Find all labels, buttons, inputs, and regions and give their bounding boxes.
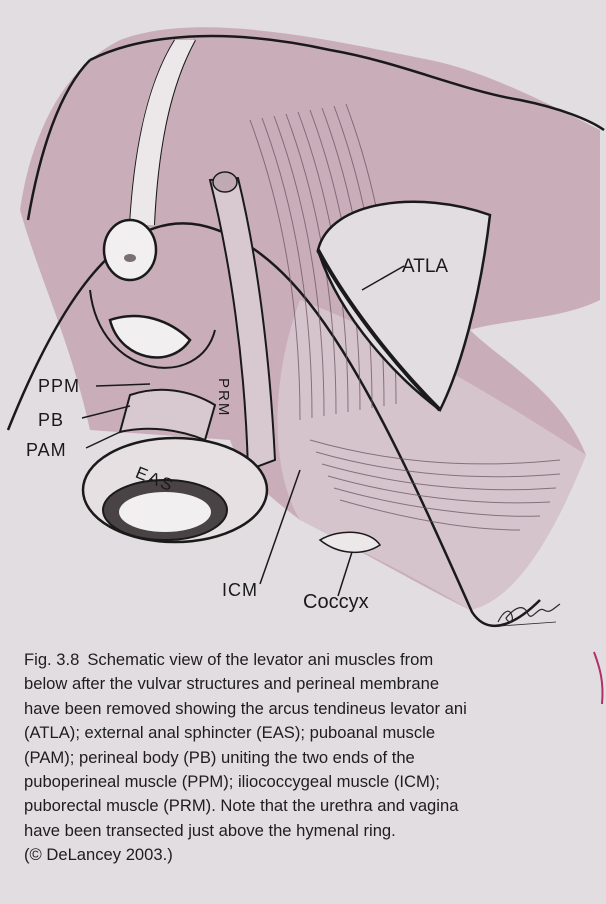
caption-line: (© DeLancey 2003.) <box>24 845 173 865</box>
vaginal-opening <box>108 314 192 359</box>
coccyx-shape <box>318 531 382 554</box>
caption-line: puborectal muscle (PRM). Note that the u… <box>24 796 459 816</box>
prm-band <box>208 176 277 472</box>
levator-ani-illustration <box>6 27 605 627</box>
vagina-outline <box>89 289 216 369</box>
caption-line: puboperineal muscle (PPM); iliococcygeal… <box>24 772 440 792</box>
page-edge-mark <box>593 651 604 705</box>
caption-line: Fig. 3.8 Schematic view of the levator an… <box>24 648 584 672</box>
label-coccyx: Coccyx <box>303 591 369 613</box>
atla-leader <box>361 265 405 291</box>
label-prm: PRM <box>215 378 232 418</box>
caption-line: (PAM); perineal body (PB) uniting the tw… <box>24 747 415 767</box>
atla-boundary <box>316 200 492 412</box>
label-atla: ATLA <box>402 256 449 277</box>
label-pb: PB <box>38 410 65 430</box>
prm-cut-end <box>212 171 238 193</box>
sheet-outline <box>89 34 605 132</box>
figure-number: Fig. 3.8 <box>24 650 80 669</box>
caption-line: have been removed showing the arcus tend… <box>24 698 467 718</box>
urethral-lumen <box>124 254 136 262</box>
figure-caption: Fig. 3.8 Schematic view of the levator an… <box>24 648 584 868</box>
label-icm: ICM <box>222 580 258 600</box>
artist-signature <box>497 603 561 627</box>
caption-line: below after the vulvar structures and pe… <box>24 674 440 694</box>
caption-line: have been transected just above the hyme… <box>24 820 396 840</box>
urethra-fill <box>130 40 195 225</box>
caption-text: Schematic view of the levator ani muscle… <box>87 650 434 669</box>
label-pam: PAM <box>26 440 67 460</box>
anal-lumen <box>119 492 211 532</box>
atla-band <box>316 249 442 412</box>
urethral-opening <box>102 218 158 282</box>
caption-line: (ATLA); external anal sphincter (EAS); p… <box>24 723 436 743</box>
label-ppm: PPM <box>38 376 81 396</box>
label-leaders <box>81 383 353 597</box>
left-outline <box>26 59 91 221</box>
